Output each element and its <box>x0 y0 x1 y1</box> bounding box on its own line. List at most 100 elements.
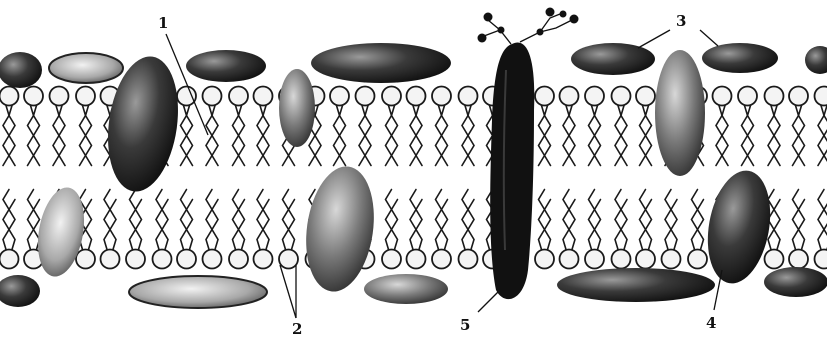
lipid-tail <box>545 200 551 250</box>
lipid-tail <box>646 106 652 166</box>
lipid-tail <box>130 190 136 250</box>
lipid-tail <box>615 190 621 250</box>
lipid-tail <box>34 106 40 166</box>
phospholipid-head <box>713 87 732 106</box>
phospholipid-head <box>356 87 375 106</box>
lipid-tail <box>646 200 652 250</box>
peripheral-protein <box>764 267 827 297</box>
lipid-tail <box>799 106 805 166</box>
phospholipid-head <box>560 250 579 269</box>
peripheral-protein <box>311 43 451 83</box>
lipid-tail <box>340 106 346 166</box>
lipid-tail <box>539 190 545 250</box>
phospholipid-head <box>585 87 604 106</box>
lipid-tail <box>621 200 627 250</box>
label-1: 1 <box>158 14 168 32</box>
transmembrane-protein-body <box>490 42 534 299</box>
lipid-tail <box>774 200 780 250</box>
lipid-tail <box>774 106 780 166</box>
peripheral-protein <box>0 275 40 307</box>
peripheral-protein <box>129 276 267 308</box>
phospholipid-head <box>636 250 655 269</box>
peripheral-protein <box>805 46 827 74</box>
phospholipid-head <box>765 87 784 106</box>
lipid-tail <box>289 200 295 250</box>
peripheral-protein <box>186 50 266 82</box>
lipid-tail <box>239 200 245 250</box>
lipid-tail <box>442 106 448 166</box>
lipid-tail <box>595 200 601 250</box>
phospholipid-head <box>50 87 69 106</box>
sugar-unit <box>560 11 567 18</box>
integral-protein <box>279 69 315 147</box>
lipid-tail <box>468 106 474 166</box>
lipid-tail <box>722 106 728 166</box>
phospholipid-head <box>585 250 604 269</box>
label-5: 5 <box>460 316 470 334</box>
lipid-tail <box>156 190 162 250</box>
phospholipid-head <box>24 87 43 106</box>
phospholipid-head <box>153 250 172 269</box>
lipid-tail <box>9 106 15 166</box>
phospholipid-head <box>177 87 196 106</box>
lipid-tail <box>569 106 575 166</box>
lipid-tail <box>569 200 575 250</box>
phospholipid-head <box>459 87 478 106</box>
phospholipid-head <box>0 87 19 106</box>
lipid-tail <box>263 200 269 250</box>
phospholipid-head <box>229 87 248 106</box>
lipid-tail <box>86 200 92 250</box>
phospholipid-head <box>101 250 120 269</box>
lipid-tail <box>212 106 218 166</box>
sugar-unit <box>570 15 579 24</box>
lipid-tail <box>233 190 239 250</box>
lipid-tail <box>818 190 824 250</box>
phospholipid-head <box>560 87 579 106</box>
integral-protein <box>655 50 705 176</box>
lipid-tail <box>110 200 116 250</box>
lipid-tail <box>9 200 15 250</box>
sugar-unit <box>498 27 505 34</box>
lipid-tail <box>187 200 193 250</box>
peripheral-protein <box>702 43 778 73</box>
phospholipid-head <box>432 87 451 106</box>
phospholipid-head <box>177 250 196 269</box>
lipid-tail <box>640 190 646 250</box>
lipid-tail <box>416 200 422 250</box>
phospholipid-head <box>229 250 248 269</box>
phospholipid-head <box>612 250 631 269</box>
phospholipid-head <box>382 87 401 106</box>
lipid-tail <box>136 200 142 250</box>
label-2: 2 <box>292 320 302 338</box>
integral-protein <box>299 162 382 296</box>
peripheral-protein <box>571 43 655 75</box>
lipid-tail <box>206 190 212 250</box>
peripheral-protein <box>557 268 715 302</box>
lipid-tail <box>86 106 92 166</box>
lipid-tail <box>3 190 9 250</box>
integral-protein <box>700 166 779 289</box>
phospholipid-head <box>203 87 222 106</box>
phospholipid-head <box>815 87 827 106</box>
phospholipid-head <box>254 250 273 269</box>
phospholipid-head <box>765 250 784 269</box>
lipid-tail <box>799 200 805 250</box>
phospholipid-head <box>382 250 401 269</box>
lipid-tail <box>212 200 218 250</box>
phospholipid-head <box>789 250 808 269</box>
phospholipid-head <box>612 87 631 106</box>
lipid-tail <box>162 200 168 250</box>
carbohydrate-chain <box>484 20 511 44</box>
lipid-tail <box>563 190 569 250</box>
leader-line-2a <box>280 265 296 318</box>
lipid-tail <box>257 190 263 250</box>
lipid-tail <box>589 190 595 250</box>
lipid-tail <box>468 200 474 250</box>
lipid-tail <box>104 190 110 250</box>
sugar-unit <box>478 34 487 43</box>
peripheral-protein <box>364 274 448 304</box>
phospholipid-head <box>407 87 426 106</box>
lipid-tail <box>59 106 65 166</box>
phospholipid-head <box>535 87 554 106</box>
